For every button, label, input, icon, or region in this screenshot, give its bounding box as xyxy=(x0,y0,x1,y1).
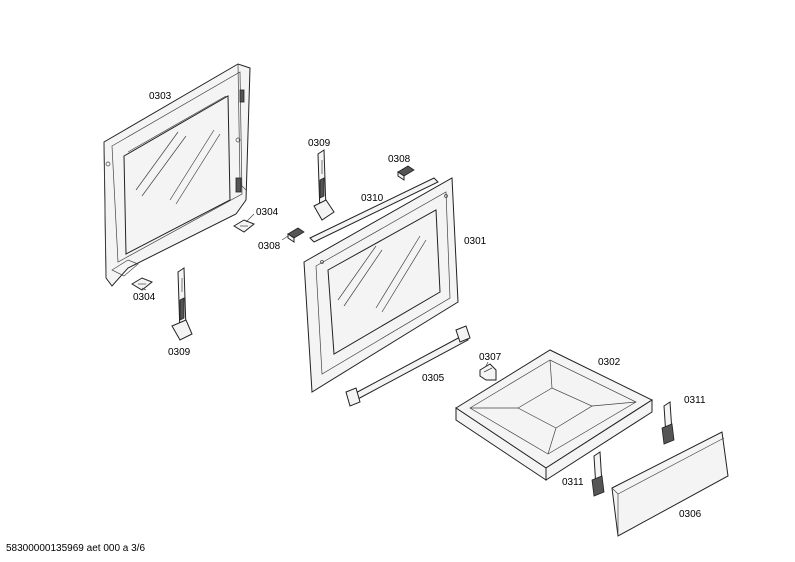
label-0305: 0305 xyxy=(422,373,445,384)
part-0304-clip-lower xyxy=(131,277,153,291)
part-0309-hinge-lower xyxy=(171,267,193,341)
label-0301: 0301 xyxy=(464,236,487,247)
part-0309-hinge-upper xyxy=(313,149,335,221)
document-id-footer: 58300000135969 aet 000 a 3/6 xyxy=(6,543,146,554)
label-0311-left: 0311 xyxy=(562,477,584,488)
part-0308-block-middle xyxy=(287,227,305,243)
label-0308-top: 0308 xyxy=(388,154,411,165)
label-0309-top: 0309 xyxy=(308,138,331,149)
label-0304-low: 0304 xyxy=(133,292,156,303)
label-0303: 0303 xyxy=(149,91,172,102)
part-0310-seal-strip xyxy=(309,177,439,243)
label-0306: 0306 xyxy=(679,509,702,520)
part-0304-clip-upper xyxy=(233,219,255,233)
part-0303-inner-door-frame xyxy=(103,63,251,287)
label-0309-low: 0309 xyxy=(168,347,191,358)
label-0308-mid: 0308 xyxy=(258,241,281,252)
label-0311-right: 0311 xyxy=(684,395,706,406)
part-0302-drawer-tray xyxy=(455,349,654,481)
label-0304-mid: 0304 xyxy=(256,207,279,218)
label-0307: 0307 xyxy=(479,352,502,363)
label-0310: 0310 xyxy=(361,193,384,204)
part-0307-bracket xyxy=(479,363,497,381)
part-0301-outer-door xyxy=(303,177,459,393)
part-0305-handle xyxy=(345,325,471,407)
part-0311-runner-right xyxy=(661,401,675,445)
part-0311-runner-left xyxy=(591,451,605,497)
leader-lines xyxy=(141,213,489,367)
part-0308-block-upper xyxy=(397,165,415,181)
label-0302: 0302 xyxy=(598,357,621,368)
part-0306-drawer-front xyxy=(611,431,729,537)
